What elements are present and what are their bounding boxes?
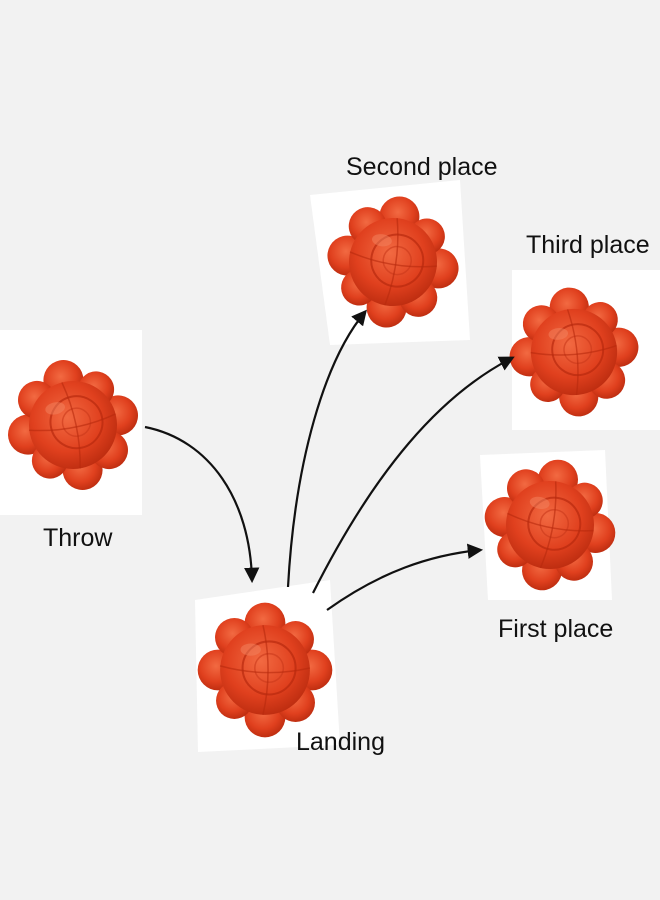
arrow-throw-to-landing [144, 425, 260, 584]
label-throw: Throw [43, 524, 113, 552]
arrow-landing-to-first [326, 543, 484, 611]
label-third-place: Third place [526, 231, 650, 259]
label-landing: Landing [296, 728, 385, 756]
arrow-landing-to-second [286, 309, 367, 588]
arrow-landing-to-third [312, 356, 515, 594]
label-first-place: First place [498, 615, 613, 643]
label-second-place: Second place [346, 153, 498, 181]
